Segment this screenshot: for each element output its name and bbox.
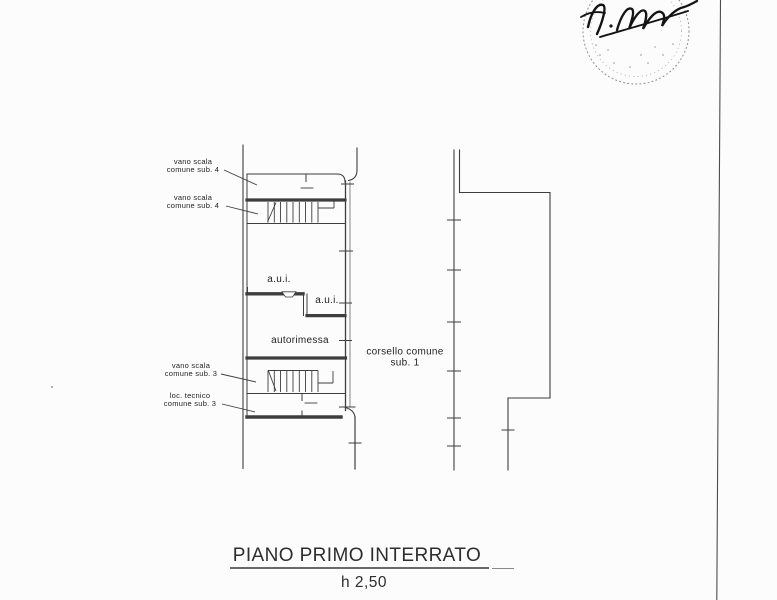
label-line: autorimessa xyxy=(271,334,329,346)
label-corsello-comune-sub1: corsello comune sub. 1 xyxy=(366,346,444,369)
label-line: corsello comune xyxy=(366,346,444,358)
staircase-lower xyxy=(267,370,334,392)
label-line: a.u.i. xyxy=(315,294,339,306)
label-autorimessa: autorimessa xyxy=(271,334,329,347)
wall-ticks-building xyxy=(339,183,362,444)
label-line: comune sub. 4 xyxy=(166,201,220,210)
label-line: vano scala xyxy=(173,157,213,167)
title-underline xyxy=(230,567,514,569)
label-aui-main: a.u.i. xyxy=(267,273,291,286)
label-vano-scala-sub4-upper: vano scala comune sub. 4 xyxy=(167,158,219,174)
staircase-upper xyxy=(267,201,335,223)
notary-stamp xyxy=(580,0,699,85)
label-line: vano scala xyxy=(173,193,213,203)
stamp-circle xyxy=(582,0,690,85)
label-loc-tecnico-sub3: loc. tecnico comune sub. 3 xyxy=(164,392,216,408)
label-leader-lines xyxy=(220,169,259,413)
corsello-walls xyxy=(453,149,551,471)
label-line: sub. 1 xyxy=(390,357,420,368)
signature xyxy=(580,0,699,38)
label-line: comune sub. 3 xyxy=(163,399,217,408)
label-aui-small: a.u.i. xyxy=(315,294,339,307)
label-line: a.u.i. xyxy=(267,273,291,285)
paper-edge-line xyxy=(716,0,722,600)
label-line: loc. tecnico xyxy=(169,391,211,401)
label-line: comune sub. 4 xyxy=(166,165,220,174)
wall-ticks-corsello xyxy=(447,219,515,447)
plan-title: PIANO PRIMO INTERRATO xyxy=(232,545,482,566)
stamp-inner-ring xyxy=(590,0,682,77)
plan-height-note: h 2,50 xyxy=(340,574,388,591)
label-vano-scala-sub4-lower: vano scala comune sub. 4 xyxy=(167,194,219,210)
door-swing-notch xyxy=(281,291,297,298)
building-walls xyxy=(242,144,358,470)
stamp-speckles xyxy=(595,43,674,68)
label-line: vano scala xyxy=(171,361,211,371)
label-line: comune sub. 3 xyxy=(164,369,218,378)
label-vano-scala-sub3: vano scala comune sub. 3 xyxy=(165,362,217,378)
scan-artifact-dot xyxy=(51,386,53,388)
